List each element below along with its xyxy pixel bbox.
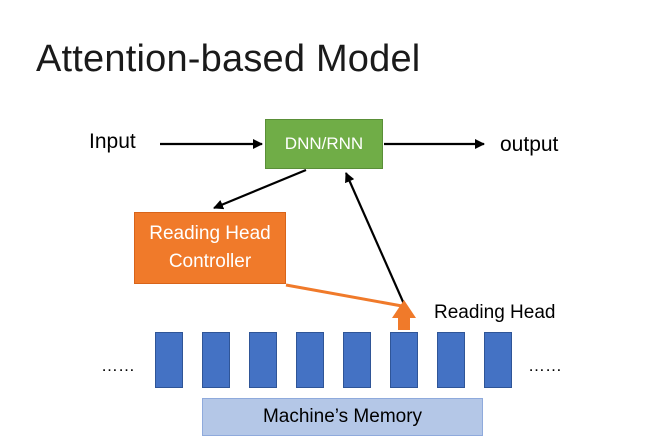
- controller-label-line1: Reading Head: [149, 223, 271, 244]
- memory-to-dnn-arrow: [344, 172, 406, 305]
- dnn-rnn-label: DNN/RNN: [284, 134, 364, 153]
- memory-cell: [296, 332, 324, 388]
- dnn-to-controller-arrow: [213, 168, 307, 210]
- controller-label-line2: Controller: [168, 251, 252, 272]
- ellipsis-left: ……: [101, 356, 135, 375]
- memory-cell: [390, 332, 418, 388]
- memory-cell: [343, 332, 371, 388]
- memory-cell: [249, 332, 277, 388]
- controller-to-head-line: [285, 283, 403, 308]
- slide-title: Attention-based Model: [36, 38, 421, 80]
- machine-memory-box: Machine’s Memory: [202, 398, 483, 436]
- ellipsis-right: ……: [528, 356, 562, 375]
- reading-head-arrow: [392, 300, 416, 330]
- memory-cell: [437, 332, 465, 388]
- input-label: Input: [89, 130, 136, 153]
- output-label: output: [500, 133, 559, 156]
- dnn-rnn-box: DNN/RNN: [265, 119, 383, 169]
- reading-head-label: Reading Head: [434, 302, 556, 323]
- memory-cell: [155, 332, 183, 388]
- memory-cell: [484, 332, 512, 388]
- machine-memory-label: Machine’s Memory: [262, 406, 423, 427]
- memory-cell: [202, 332, 230, 388]
- reading-head-controller-box: Reading Head Controller: [134, 212, 286, 284]
